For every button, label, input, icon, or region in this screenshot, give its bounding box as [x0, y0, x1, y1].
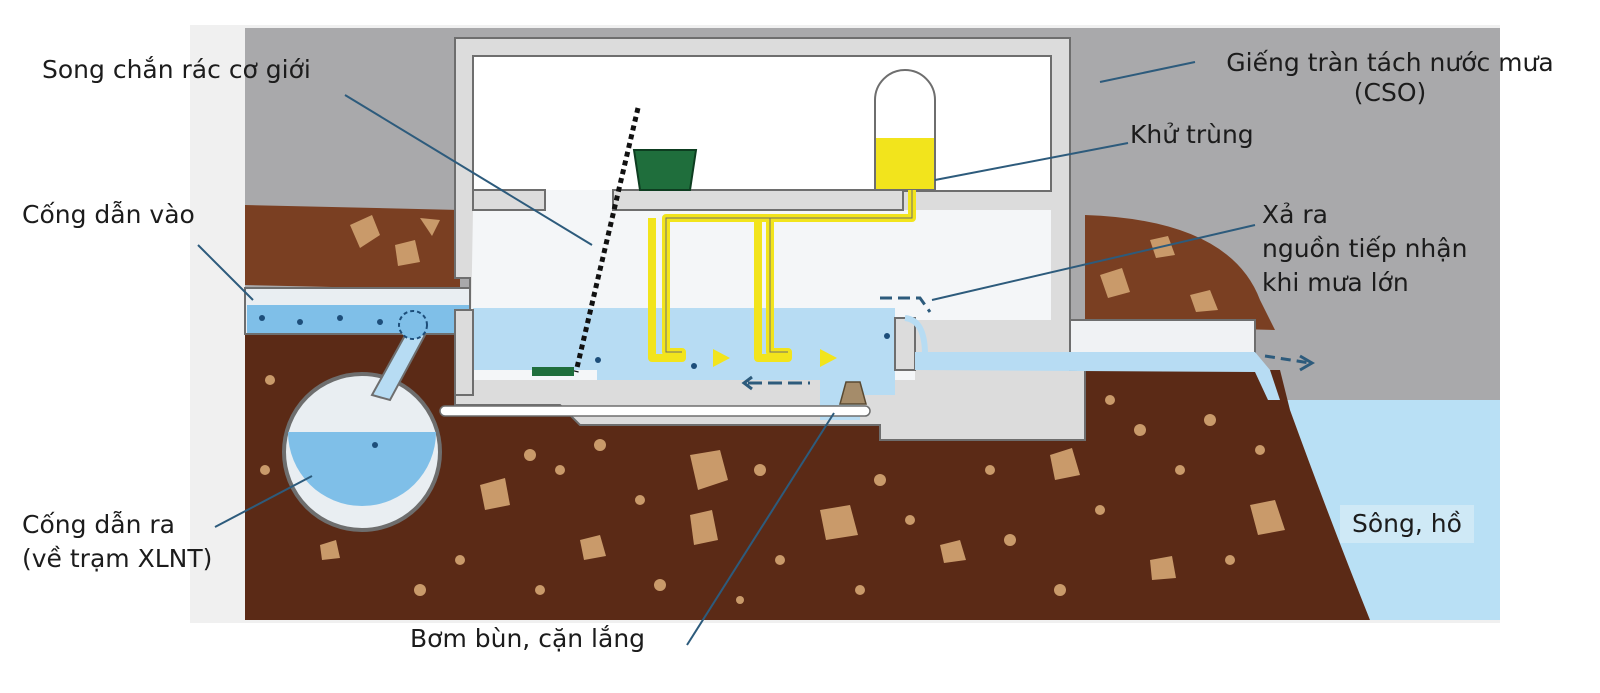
outlet-pipe-water: [288, 432, 436, 506]
label-outlet-line1: Cống dẫn ra: [22, 510, 175, 539]
label-discharge: Xả ra nguồn tiếp nhận khi mưa lớn: [1262, 198, 1467, 300]
discharge-flow: [915, 352, 1280, 400]
label-inlet-sewer: Cống dẫn vào: [22, 200, 195, 229]
label-discharge-line2: nguồn tiếp nhận: [1262, 234, 1468, 263]
leader-discharge: [931, 224, 1256, 301]
return-flow-arrow: [741, 375, 810, 391]
sludge-pump-icon: [839, 381, 867, 405]
inlet-pipe-water: [247, 305, 470, 333]
sludge-return-pipe: [439, 405, 871, 417]
label-cso-line1: Giếng tràn tách nước mưa: [1226, 48, 1554, 77]
mechanical-screen: [573, 107, 641, 373]
leader-sludge: [686, 412, 835, 646]
weir-wall: [894, 317, 916, 371]
label-disinfection: Khử trùng: [1130, 120, 1254, 149]
floor-slab: [612, 189, 904, 211]
label-discharge-line1: Xả ra: [1262, 200, 1328, 229]
label-outlet-line2: (về trạm XLNT): [22, 544, 213, 573]
leader-disinfection: [934, 142, 1129, 181]
topsoil-left: [245, 205, 460, 290]
flow-arrow-2: [820, 349, 837, 367]
leader-lines: [197, 61, 1256, 646]
topsoil-right: [1085, 215, 1275, 330]
leader-screen: [344, 94, 593, 246]
screen-box: [632, 149, 698, 191]
overflow-arrow: [880, 296, 932, 313]
label-river-lake: Sông, hồ: [1340, 505, 1474, 543]
chamber-water-particles: [595, 333, 890, 369]
screen-base: [532, 367, 574, 376]
upper-room: [472, 55, 1052, 192]
river-outflow-arrow: [1264, 354, 1315, 372]
left-ledge: [472, 189, 546, 211]
inlet-water-particles: [259, 315, 383, 325]
flow-arrow-1: [713, 349, 730, 367]
inner-partition: [454, 309, 474, 396]
chamber-water: [473, 308, 895, 420]
disinfection-pipe-outline: [665, 190, 913, 353]
leader-inlet: [197, 244, 254, 301]
label-discharge-line3: khi mưa lớn: [1262, 268, 1409, 297]
label-sludge-pump: Bơm bùn, cặn lắng: [410, 624, 646, 653]
rocks: [260, 215, 1285, 604]
drop-valve-icon: [398, 310, 428, 340]
label-cso-line2: (CSO): [1353, 78, 1427, 107]
label-outlet-sewer: Cống dẫn ra (về trạm XLNT): [22, 508, 212, 576]
weir-overflow: [904, 315, 928, 356]
outlet-water-particle: [372, 442, 378, 448]
leader-cso: [1099, 61, 1196, 83]
label-cso: Giếng tràn tách nước mưa (CSO): [1200, 48, 1580, 108]
disinfectant-fill: [876, 138, 934, 189]
label-mechanical-screen: Song chắn rác cơ giới: [42, 55, 311, 84]
leader-outlet: [214, 475, 313, 528]
